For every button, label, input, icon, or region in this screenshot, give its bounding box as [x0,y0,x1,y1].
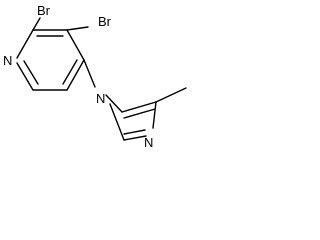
molecule-structure: Br Br N N N [3,3,187,150]
bonds [16,17,187,141]
bond-n1-c5-imid [105,94,123,113]
atom-label-br-top: Br [37,3,51,18]
bond-c4-n-imidazole [83,59,96,88]
bond-c3-c4 [66,29,85,61]
bond-c6-n1 [16,62,34,91]
bond-c2-n1-imid [109,103,125,141]
bond-c6-n1-inner [23,60,39,85]
bond-n3-c2-imid-inner [123,129,146,135]
bond-c4-c5 [66,59,85,91]
bond-c5-c4-imid [121,101,157,113]
bond-c4-n3-imid [152,101,157,129]
bond-c4-c5-inner [62,59,78,85]
bond-c4-methyl [155,87,187,103]
bond-c5-c4-imid-inner [123,108,156,119]
atom-labels: Br Br N N N [3,3,153,150]
bond-n3-c2-imid [123,135,147,141]
bond-n1-c2 [16,29,34,59]
atom-label-br-right: Br [98,14,112,29]
atom-label-n-imidazole-3: N [144,135,153,150]
bond-c2-br [32,17,41,31]
bond-c3-br [66,26,89,31]
atom-label-n-pyridine: N [3,53,12,68]
atom-label-n-imidazole-1: N [96,91,105,106]
